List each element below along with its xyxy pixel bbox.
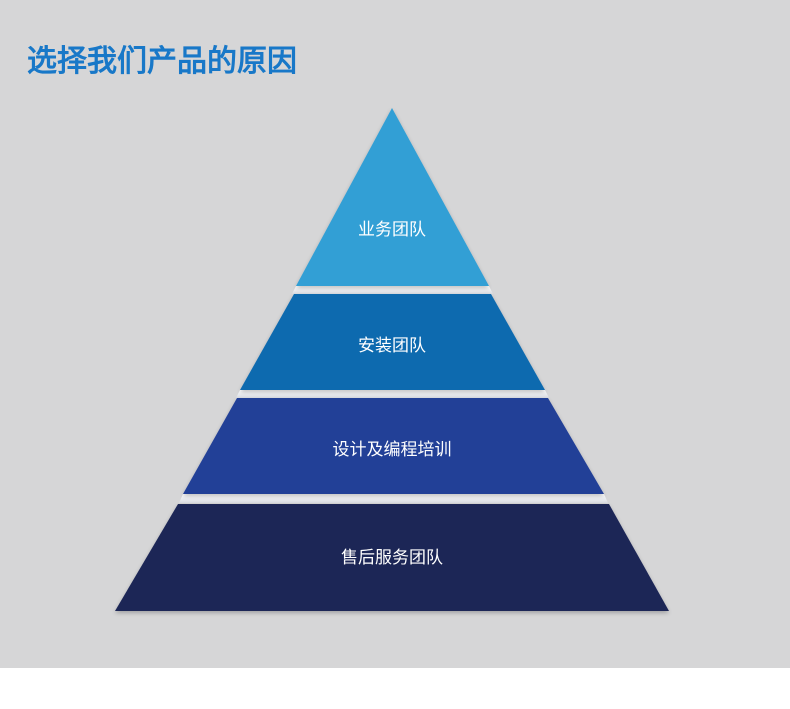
tier-label-2: 安装团队: [358, 336, 426, 356]
pyramid-tier-3: [183, 398, 604, 494]
pyramid-tier-4: [115, 504, 669, 611]
tier-label-1: 业务团队: [358, 220, 426, 240]
pyramid-tier-1: [296, 108, 489, 286]
separator-band-2: [236, 390, 549, 398]
tier-label-3: 设计及编程培训: [333, 440, 452, 460]
page-title: 选择我们产品的原因: [27, 44, 297, 79]
separator-band-1: [292, 286, 493, 294]
pyramid-tier-2: [240, 294, 545, 390]
pyramid-diagram: 业务团队 安装团队 设计及编程培训 售后服务团队: [115, 108, 669, 611]
separator-band-3: [179, 494, 608, 503]
tier-label-4: 售后服务团队: [341, 548, 443, 568]
